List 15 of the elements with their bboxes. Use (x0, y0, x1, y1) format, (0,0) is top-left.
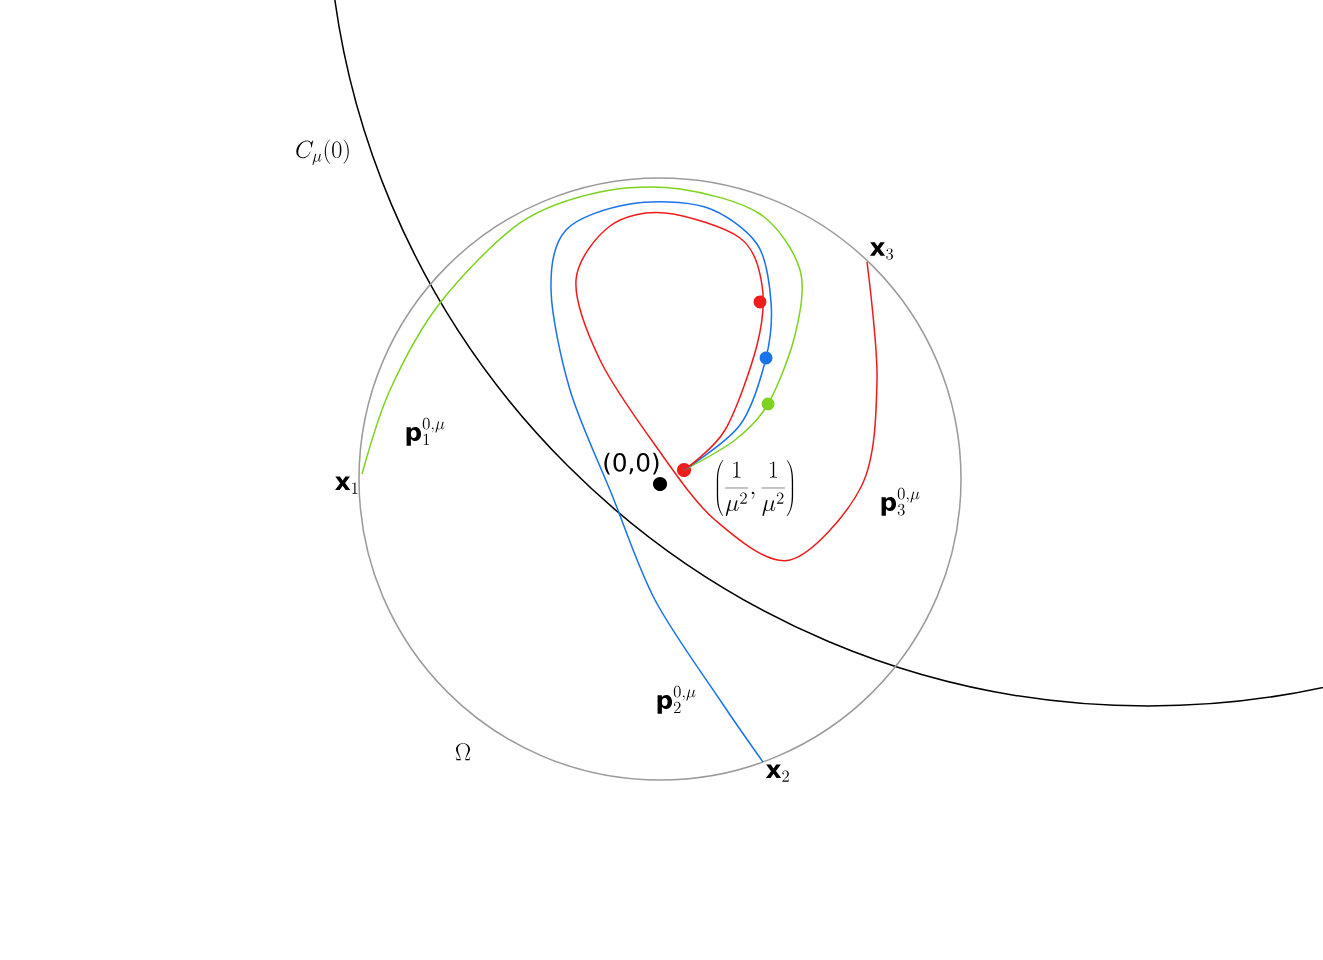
math-label: $C_\mu(0)$ (296, 139, 349, 165)
point-label: $\mathbf{x}_1$ (335, 476, 358, 494)
curve-label: $\mathbf{p}_2^{0,\mu}$ (657, 685, 696, 714)
point-label: $\mathbf{x}_3$ (869, 242, 893, 260)
curve (575, 211, 878, 562)
math-label: $\Omega$ (455, 743, 471, 761)
point-dot (677, 462, 692, 478)
origin-label: (0,0) (604, 452, 659, 475)
point-dot (653, 476, 668, 492)
curve-label: $\mathbf{p}_1^{0,\mu}$ (406, 417, 445, 446)
curve-label: $\mathbf{p}_3^{0,\mu}$ (881, 487, 920, 516)
point-label: $\mathbf{x}_2$ (765, 764, 789, 782)
coordinate-label: $\left(\frac{1}{\mu^2},\frac{1}{\mu^2}\right)$ (716, 459, 794, 517)
curve (550, 201, 773, 763)
curve (361, 186, 803, 475)
